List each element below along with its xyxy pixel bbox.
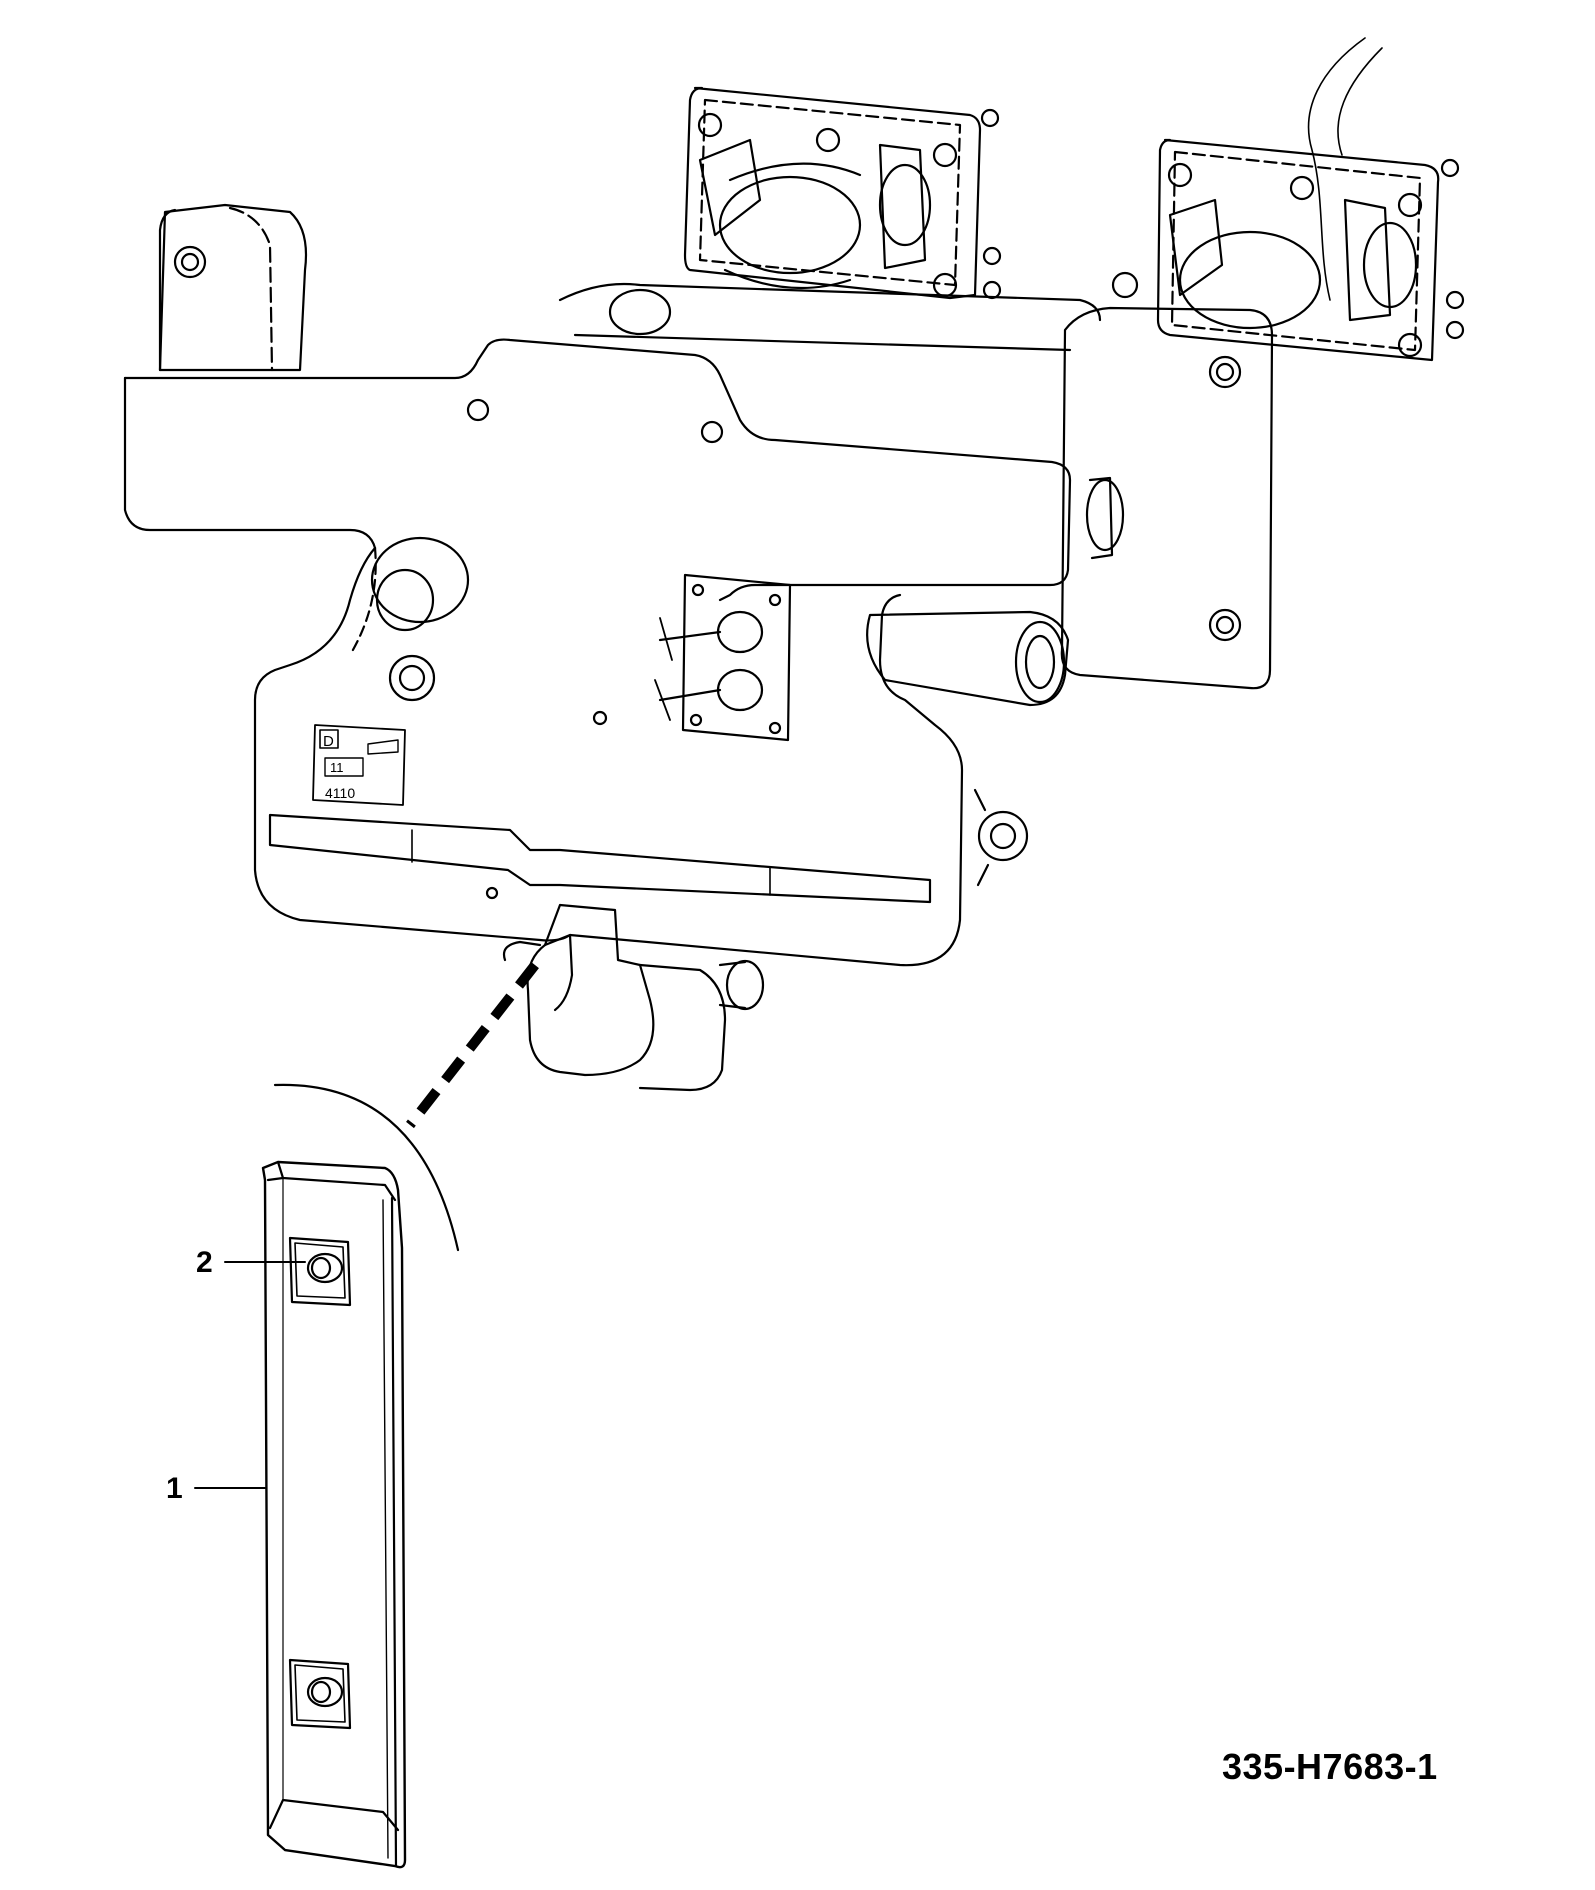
right-stub-cylinder xyxy=(866,610,1070,707)
detail-leader-dashed xyxy=(406,961,539,1129)
hitch-assembly: D 11 4110 xyxy=(123,37,1465,1092)
data-plate-letter: D xyxy=(323,733,334,750)
main-beam xyxy=(123,338,1072,602)
hitch-body-plate xyxy=(253,536,964,967)
left-upright-bracket xyxy=(158,203,308,372)
callout-2-label: 2 xyxy=(196,1246,213,1279)
data-plate-number: 4110 xyxy=(325,785,355,801)
wear-strip-rail xyxy=(268,813,932,904)
coupler-plate xyxy=(654,573,792,742)
detail-magnifier-arc xyxy=(273,1083,460,1252)
mounting-hole-top xyxy=(288,1236,352,1307)
tow-hook-jaw xyxy=(502,788,1029,1092)
rear-mount-flange-right xyxy=(1111,138,1465,362)
right-side-plate xyxy=(1060,306,1274,690)
figure-id: 335-H7683-1 xyxy=(1222,1746,1438,1787)
mounting-hole-bottom xyxy=(288,1658,352,1730)
callout-1-label: 1 xyxy=(166,1472,183,1505)
wear-strip-part xyxy=(261,1160,407,1869)
rear-mount-flange-left xyxy=(683,86,1002,300)
cable xyxy=(1307,37,1383,301)
cross-tube xyxy=(558,282,1102,352)
data-plate-code: 11 xyxy=(330,760,344,775)
data-plate: D 11 4110 xyxy=(312,724,406,806)
